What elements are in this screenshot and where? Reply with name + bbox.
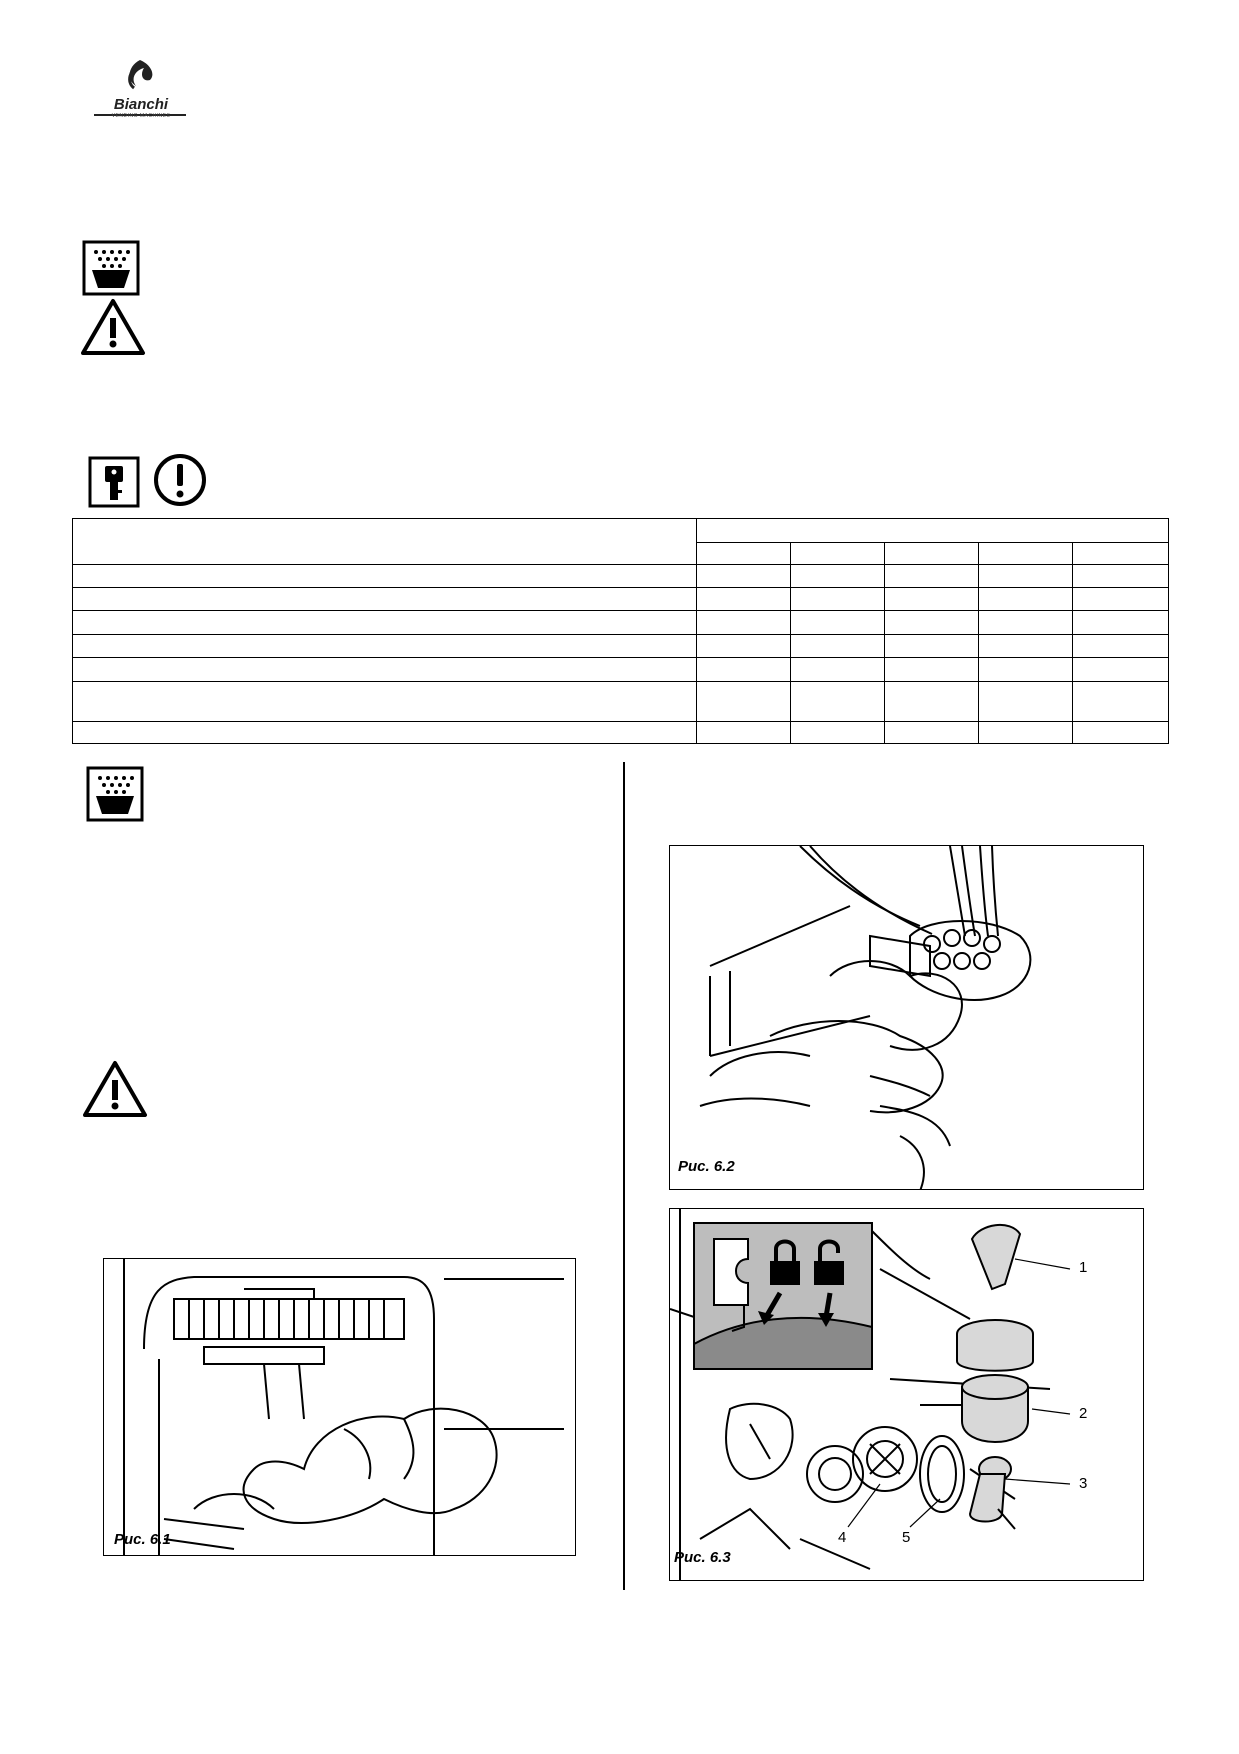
mixer-disassembly-illustration xyxy=(670,1209,1071,1580)
table-cell xyxy=(72,721,697,744)
figure-6-3: 1 2 3 4 5 Рис. 6.3 xyxy=(669,1208,1144,1581)
table-header-cell xyxy=(1071,542,1170,565)
lock-open-icon xyxy=(814,1239,844,1285)
table-cell xyxy=(884,587,979,611)
table-header-cell xyxy=(72,518,697,565)
bianchi-logo xyxy=(94,60,186,116)
cleaning-icon xyxy=(82,240,140,296)
table-cell xyxy=(978,721,1073,744)
table-row xyxy=(72,657,1170,682)
column-divider xyxy=(623,762,625,1590)
figure-caption: Рис. 6.3 xyxy=(674,1549,731,1566)
table-cell xyxy=(884,681,979,722)
table-row xyxy=(72,721,1170,744)
table-cell xyxy=(1071,634,1170,658)
dispenser-cleaning-illustration xyxy=(699,846,1032,1189)
table-header-cell xyxy=(884,542,979,565)
part-label: 5 xyxy=(902,1529,911,1546)
lock-closed-icon xyxy=(770,1239,800,1285)
table-cell xyxy=(72,564,697,588)
table-cell xyxy=(1071,564,1170,588)
table-cell xyxy=(884,657,979,682)
table-cell xyxy=(978,610,1073,635)
table-cell xyxy=(884,564,979,588)
table-cell xyxy=(696,681,791,722)
table-cell xyxy=(978,634,1073,658)
table-cell xyxy=(696,610,791,635)
table-row xyxy=(72,681,1170,722)
table-header-cell xyxy=(696,542,791,565)
logo-subtext: VENDING MACHINES xyxy=(111,113,171,119)
table-cell xyxy=(884,634,979,658)
table-cell xyxy=(1071,610,1170,635)
table-cell xyxy=(696,564,791,588)
table-header-cell xyxy=(695,518,1170,543)
table-cell xyxy=(790,587,885,611)
table-cell xyxy=(72,657,697,682)
maintenance-table xyxy=(72,518,1170,744)
table-cell xyxy=(72,634,697,658)
attention-icon xyxy=(154,454,206,506)
part-label: 1 xyxy=(1079,1259,1088,1276)
table-cell xyxy=(696,721,791,744)
part-label: 4 xyxy=(838,1529,847,1546)
table-header-cell xyxy=(978,542,1073,565)
table-cell xyxy=(790,681,885,722)
table-cell xyxy=(978,657,1073,682)
cleaning-interior-illustration xyxy=(123,1259,564,1555)
table-cell xyxy=(790,610,885,635)
table-cell xyxy=(1071,681,1170,722)
table-cell xyxy=(884,610,979,635)
table-row xyxy=(72,564,1170,588)
key-icon xyxy=(88,456,140,508)
part-label: 2 xyxy=(1079,1405,1088,1422)
table-cell xyxy=(1071,721,1170,744)
table-row xyxy=(72,587,1170,611)
table-cell xyxy=(696,587,791,611)
figure-6-1: Рис. 6.1 xyxy=(103,1258,576,1556)
table-cell xyxy=(978,681,1073,722)
warning-icon xyxy=(81,299,145,355)
logo-text: Bianchi xyxy=(113,96,169,113)
table-cell xyxy=(978,564,1073,588)
table-header-cell xyxy=(790,542,885,565)
table-cell xyxy=(1071,587,1170,611)
warning-icon xyxy=(83,1061,147,1117)
figure-6-2: Рис. 6.2 xyxy=(669,845,1144,1190)
table-cell xyxy=(884,721,979,744)
table-row xyxy=(72,610,1170,635)
table-cell xyxy=(978,587,1073,611)
table-row xyxy=(72,634,1170,658)
table-cell xyxy=(72,587,697,611)
table-cell xyxy=(790,721,885,744)
cleaning-icon xyxy=(86,766,144,822)
table-cell xyxy=(696,657,791,682)
part-label: 3 xyxy=(1079,1475,1088,1492)
table-cell xyxy=(790,564,885,588)
table-cell xyxy=(1071,657,1170,682)
table-header-row xyxy=(72,518,1170,565)
table-cell xyxy=(696,634,791,658)
table-cell xyxy=(72,681,697,722)
table-cell xyxy=(72,610,697,635)
figure-caption: Рис. 6.2 xyxy=(678,1158,735,1175)
table-cell xyxy=(790,657,885,682)
lock-inset xyxy=(693,1222,873,1370)
table-cell xyxy=(790,634,885,658)
figure-caption: Рис. 6.1 xyxy=(114,1531,171,1548)
